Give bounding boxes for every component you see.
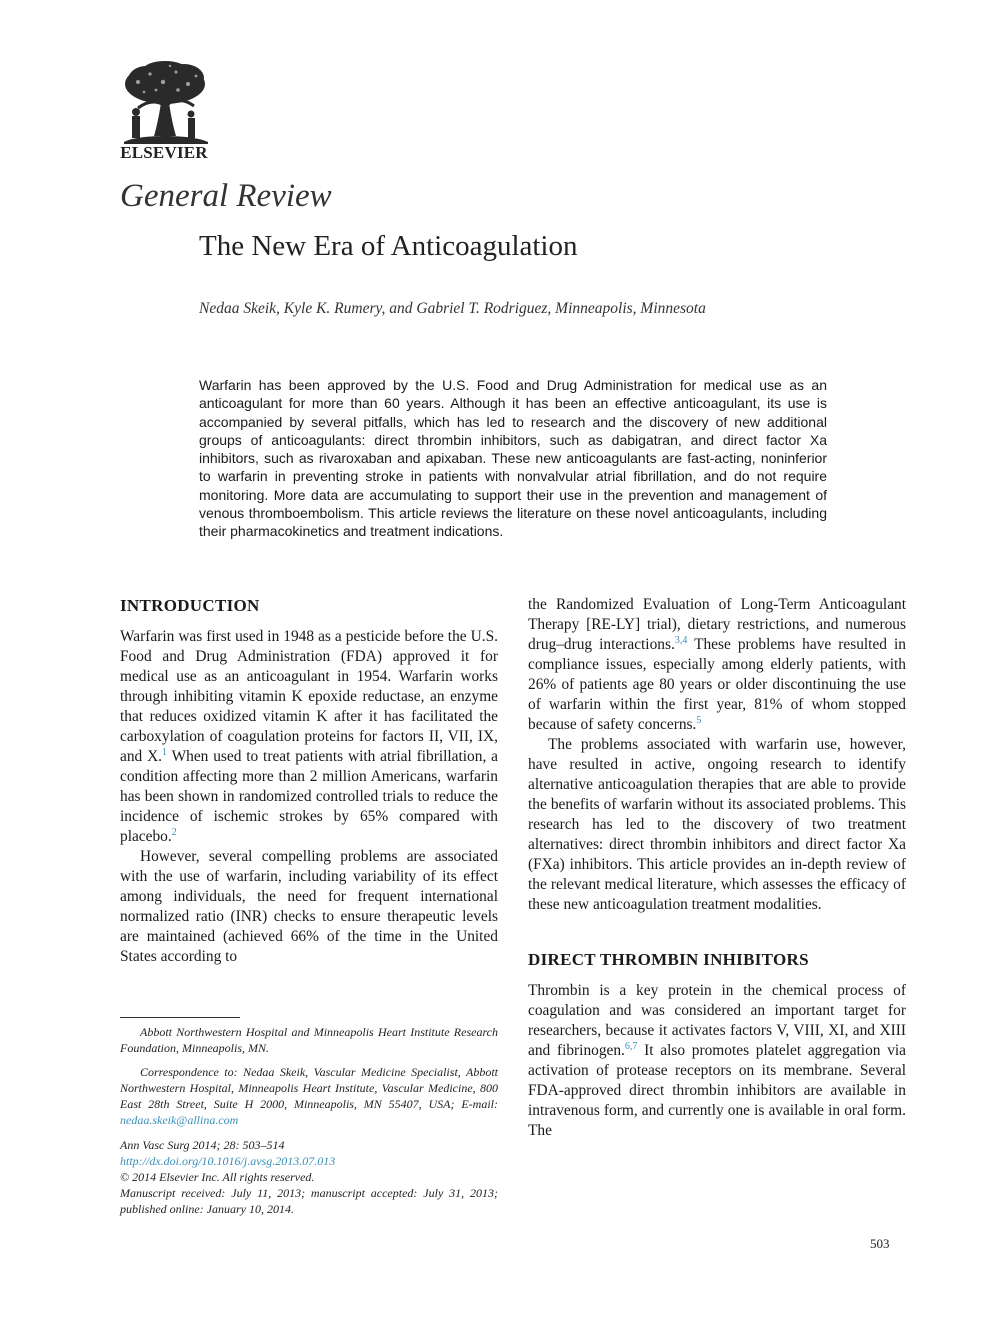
section-heading-direct-thrombin-inhibitors: DIRECT THROMBIN INHIBITORS [528,950,809,969]
body-column-right: the Randomized Evaluation of Long-Term A… [528,595,906,1141]
footnotes: Abbott Northwestern Hospital and Minneap… [120,1024,498,1217]
paragraph-text: the Randomized Evaluation of Long-Term A… [528,596,906,653]
publisher-wordmark: ELSEVIER [120,143,208,162]
reference-link[interactable]: 5 [696,715,702,726]
section-label: General Review [120,178,332,214]
paragraph-text: It also promotes platelet aggregation vi… [528,1042,906,1139]
manuscript-dates: Manuscript received: July 11, 2013; manu… [120,1185,498,1216]
paragraph: The problems associated with warfarin us… [528,736,906,913]
paragraph-text: These problems have resulted in complian… [528,636,906,733]
paragraph: Thrombin is a key protein in the chemica… [528,981,906,1141]
paragraph-text: Warfarin was first used in 1948 as a pes… [120,628,498,765]
body-column-left: INTRODUCTION Warfarin was first used in … [120,595,498,967]
footnote-divider [120,1017,240,1018]
footnote-correspondence: Correspondence to: Nedaa Skeik, Vascular… [120,1064,498,1128]
section-heading-introduction: INTRODUCTION [120,596,260,615]
reference-link[interactable]: 3,4 [674,635,688,646]
abstract: Warfarin has been approved by the U.S. F… [199,377,827,540]
journal-citation: Ann Vasc Surg 2014; 28: 503–514 [120,1137,285,1152]
reference-link[interactable]: 2 [171,827,177,838]
reference-link[interactable]: 1 [162,747,168,758]
paragraph: Warfarin was first used in 1948 as a pes… [120,627,498,847]
email-link[interactable]: nedaa.skeik@allina.com [120,1113,239,1128]
elsevier-tree-icon [118,60,212,144]
doi: http://dx.doi.org/10.1016/j.avsg.2013.07… [120,1153,498,1169]
paragraph-text: When used to treat patients with atrial … [120,748,498,845]
paragraph-text: Thrombin is a key protein in the chemica… [528,982,906,1059]
page-number: 503 [870,1236,890,1251]
doi-link[interactable]: http://dx.doi.org/10.1016/j.avsg.2013.07… [120,1153,336,1168]
paragraph: However, several compelling problems are… [120,848,498,965]
article-title: The New Era of Anticoagulation [199,230,578,262]
footnote-affiliation: Abbott Northwestern Hospital and Minneap… [120,1025,498,1056]
copyright: © 2014 Elsevier Inc. All rights reserved… [120,1169,315,1184]
article-authors: Nedaa Skeik, Kyle K. Rumery, and Gabriel… [199,300,706,317]
paragraph: the Randomized Evaluation of Long-Term A… [528,595,906,735]
correspondence-text: Correspondence to: Nedaa Skeik, Vascular… [120,1065,498,1112]
reference-link[interactable]: 6,7 [624,1041,638,1052]
